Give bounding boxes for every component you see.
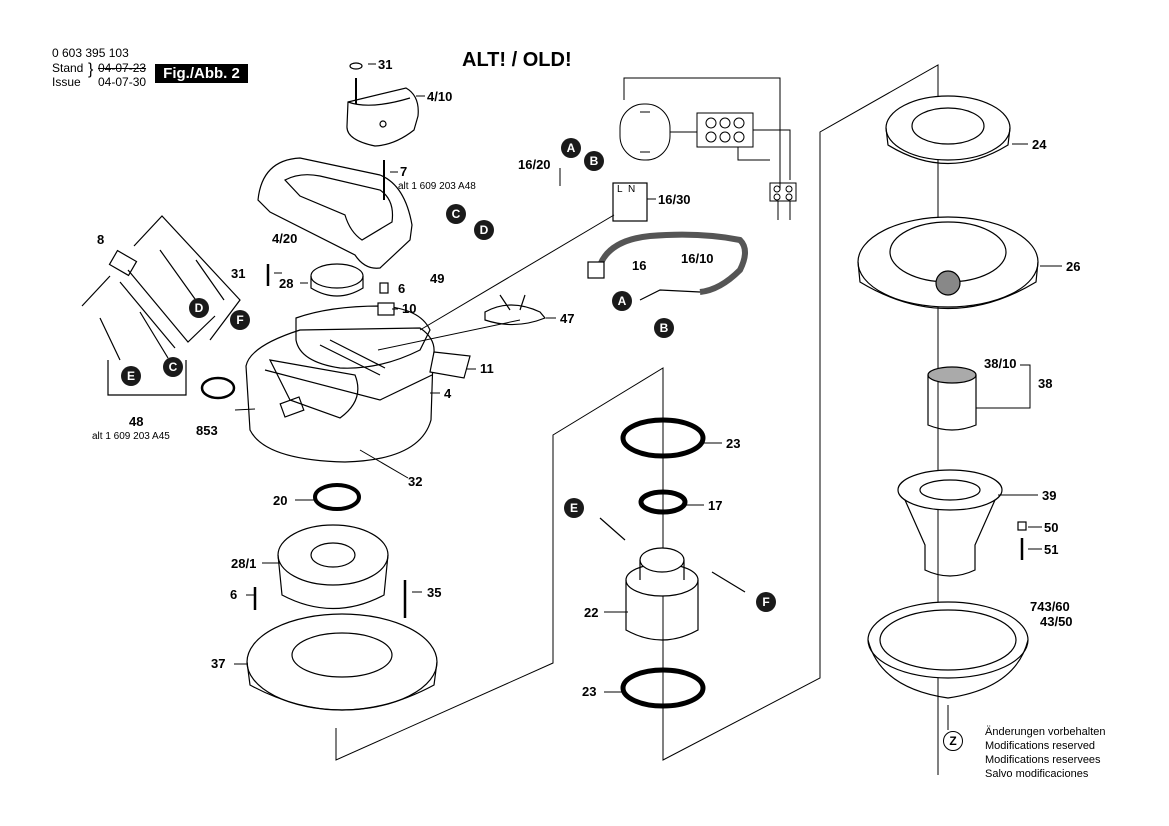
label-43-50: 43/50 <box>1040 614 1073 629</box>
label-26: 26 <box>1066 259 1081 274</box>
label-6a: 6 <box>398 281 406 296</box>
label-8: 8 <box>97 232 105 247</box>
label-4: 4 <box>444 386 452 401</box>
label-16-20: 16/20 <box>518 157 551 172</box>
ring-part-20 <box>313 483 361 511</box>
label-16: 16 <box>632 258 647 273</box>
label-38: 38 <box>1038 376 1053 391</box>
label-31a: 31 <box>378 57 393 72</box>
leader-lines <box>234 63 1062 730</box>
screw-part-6 <box>379 282 389 294</box>
motor-part-22 <box>599 517 746 641</box>
lid-part-26 <box>857 216 1039 310</box>
label-11: 11 <box>480 361 494 376</box>
brace: } <box>88 61 94 78</box>
switch-part-8-and-cables <box>81 215 241 396</box>
disc-part-28 <box>310 263 364 297</box>
filter-part-38 <box>927 366 977 431</box>
label-23a: 23 <box>726 436 741 451</box>
label-28-1: 28/1 <box>231 556 257 571</box>
clip-part-47 <box>484 294 546 326</box>
badge-e-left: E <box>121 366 141 386</box>
issue-label: Issue <box>52 75 81 89</box>
switch-part-10 <box>377 302 395 316</box>
badge-b-cord: B <box>654 318 674 338</box>
figure-label: Fig./Abb. 2 <box>155 64 248 83</box>
new-issue-date: 04-07-30 <box>98 75 147 89</box>
note-line-2: Modifications reserved <box>985 740 1096 752</box>
gasket-part-23a <box>620 417 706 459</box>
label-plate-11 <box>429 351 471 379</box>
badge-a-cord: A <box>612 291 632 311</box>
gasket-part-23b <box>620 667 706 709</box>
note-line-3: Modifications reservees <box>985 754 1101 766</box>
badge-c-top: C <box>446 204 466 224</box>
label-49: 49 <box>430 271 445 286</box>
power-cord-part-16 <box>587 231 748 301</box>
label-4-20: 4/20 <box>272 231 298 246</box>
label-16-10: 16/10 <box>681 251 714 266</box>
label-7: 7 <box>400 164 408 179</box>
handle-part-4-10 <box>346 62 419 147</box>
badge-d-left: D <box>189 298 209 318</box>
label-47: 47 <box>560 311 575 326</box>
badge-a-top: A <box>561 138 581 158</box>
label-10: 10 <box>402 301 417 316</box>
label-39: 39 <box>1042 488 1057 503</box>
label-853: 853 <box>196 423 218 438</box>
label-38-10: 38/10 <box>984 356 1017 371</box>
clamp-part-853 <box>200 376 236 400</box>
switch-box-16-30 <box>612 182 648 222</box>
label-48: 48 <box>129 414 144 429</box>
label-50: 50 <box>1044 520 1059 535</box>
label-22: 22 <box>584 605 599 620</box>
cage-part-39 <box>897 469 1003 577</box>
note-line-1: Änderungen vorbehalten <box>985 726 1106 738</box>
label-28: 28 <box>279 276 294 291</box>
label-alt-a45: alt 1 609 203 A45 <box>92 431 170 442</box>
z-marker: Z <box>943 731 963 751</box>
label-6b: 6 <box>230 587 238 602</box>
handle-part-4-20 <box>257 157 413 269</box>
label-17: 17 <box>708 498 723 513</box>
label-alt-a48: alt 1 609 203 A48 <box>398 181 476 192</box>
label-51: 51 <box>1044 542 1059 557</box>
flange-part-28-1 <box>277 524 389 609</box>
label-743-60: 743/60 <box>1030 599 1070 614</box>
nut-part-50 <box>1017 521 1027 531</box>
badge-f-motor: F <box>756 592 776 612</box>
badge-d-top: D <box>474 220 494 240</box>
switch-l-label: L <box>617 184 623 195</box>
badge-e-motor: E <box>564 498 584 518</box>
badge-b-top: B <box>584 151 604 171</box>
label-32: 32 <box>408 474 423 489</box>
label-37: 37 <box>211 656 226 671</box>
ring-part-24 <box>885 95 1011 165</box>
part-number: 0 603 395 103 <box>52 46 129 60</box>
label-24: 24 <box>1032 137 1047 152</box>
label-4-10: 4/10 <box>427 89 453 104</box>
base-part-37 <box>246 613 438 711</box>
badge-c-left: C <box>163 357 183 377</box>
label-35: 35 <box>427 585 442 600</box>
stand-label: Stand <box>52 61 84 75</box>
badge-f-left: F <box>230 310 250 330</box>
label-23b: 23 <box>582 684 597 699</box>
label-20: 20 <box>273 493 288 508</box>
label-31b: 31 <box>231 266 246 281</box>
ring-part-17 <box>638 489 688 515</box>
bowl-part-743-60 <box>867 601 1029 699</box>
old-issue-date: 04-07-23 <box>98 61 147 75</box>
wiring-schematic <box>619 77 797 220</box>
note-line-4: Salvo modificaciones <box>985 768 1089 780</box>
switch-n-label: N <box>628 184 636 195</box>
housing-part-4 <box>245 305 435 463</box>
page-title: ALT! / OLD! <box>462 49 572 71</box>
label-16-30: 16/30 <box>658 192 691 207</box>
